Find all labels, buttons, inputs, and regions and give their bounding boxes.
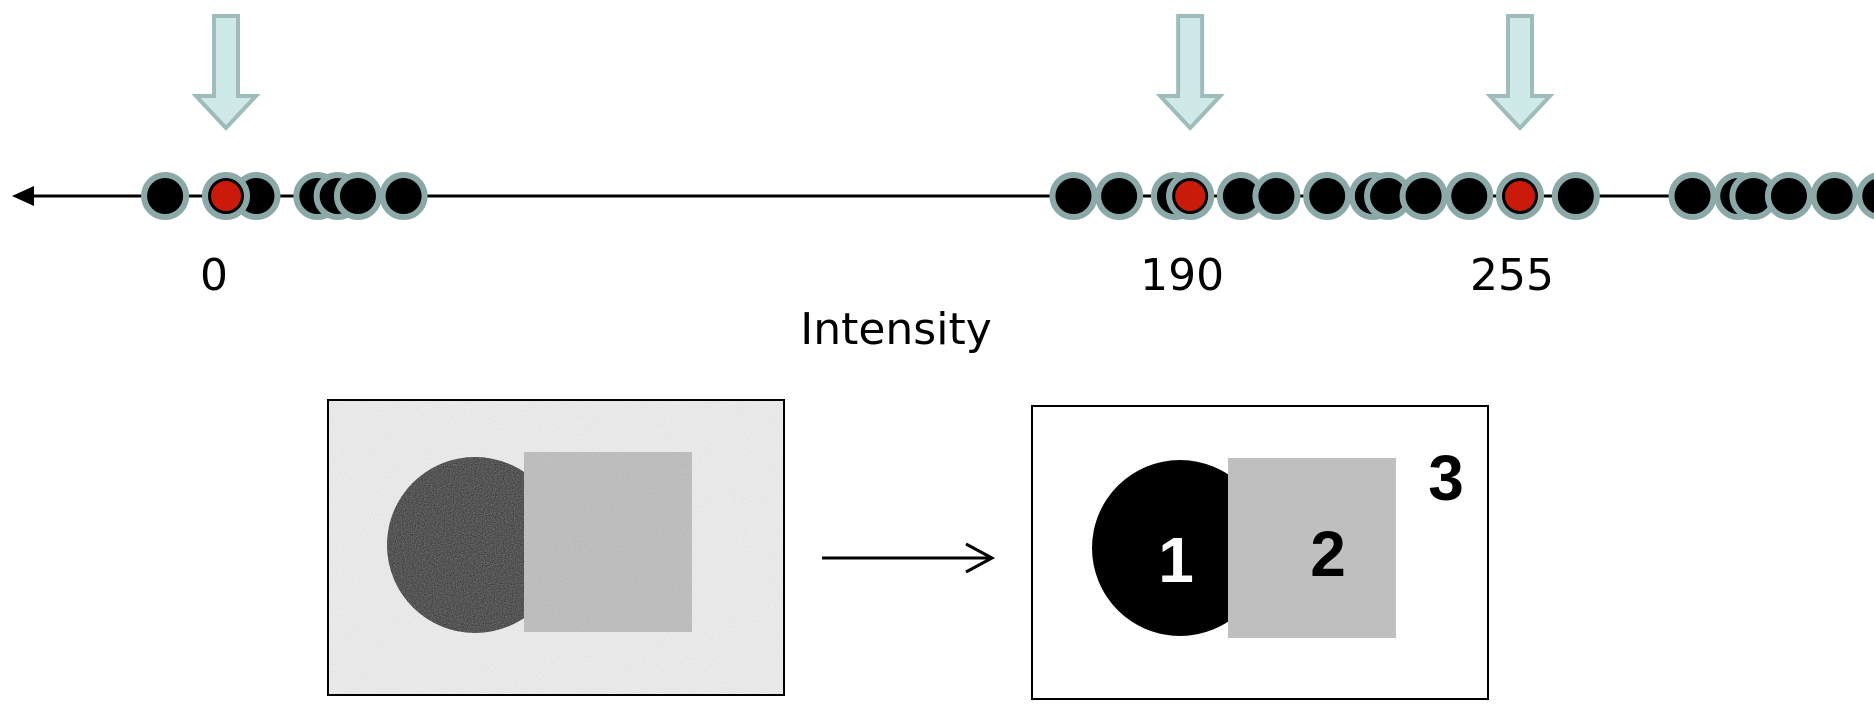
- input-dark-disc: [387, 457, 563, 633]
- segment-region-2: [1228, 458, 1396, 638]
- cluster-center-point: [211, 181, 241, 211]
- segment-region-1: [1092, 460, 1268, 636]
- tick-label: 190: [1140, 250, 1224, 301]
- intensity-sample-point: [141, 172, 190, 220]
- tick-labels: 0 190 255: [200, 250, 1554, 301]
- segment-label-2: 2: [1310, 518, 1346, 590]
- axis-arrow-left: [12, 186, 34, 206]
- intensity-sample-point: [1551, 172, 1600, 220]
- cluster-centers: [202, 172, 1544, 220]
- intensity-sample-point: [1049, 172, 1098, 220]
- intensity-sample-point: [1810, 172, 1859, 220]
- intensity-sample-point: [1095, 172, 1144, 220]
- intensity-sample-point: [1668, 172, 1717, 220]
- segment-label-1: 1: [1158, 524, 1194, 596]
- center-down-arrow: [1155, 14, 1225, 131]
- transform-arrow: [822, 542, 996, 574]
- input-image: [327, 399, 785, 696]
- input-gray-square: [524, 452, 692, 632]
- center-down-arrow: [191, 14, 261, 131]
- intensity-sample-point: [1399, 172, 1448, 220]
- intensity-sample-point: [333, 172, 382, 220]
- intensity-samples: [141, 172, 1874, 220]
- cluster-center-point: [1505, 181, 1535, 211]
- axis-label: Intensity: [800, 304, 992, 355]
- intensity-sample-point: [1445, 172, 1494, 220]
- intensity-sample-point: [1764, 172, 1813, 220]
- intensity-sample-point: [379, 172, 428, 220]
- center-down-arrow: [1485, 14, 1555, 131]
- segmented-image: 1 2 3: [1031, 405, 1489, 700]
- cluster-center-point: [1175, 181, 1206, 211]
- segment-label-3: 3: [1428, 442, 1464, 514]
- center-arrows: [191, 14, 1555, 131]
- intensity-sample-point: [1252, 172, 1301, 220]
- intensity-sample-point: [1303, 172, 1352, 220]
- tick-label: 255: [1470, 250, 1554, 301]
- tick-label: 0: [200, 250, 228, 301]
- intensity-sample-point: [1856, 172, 1874, 220]
